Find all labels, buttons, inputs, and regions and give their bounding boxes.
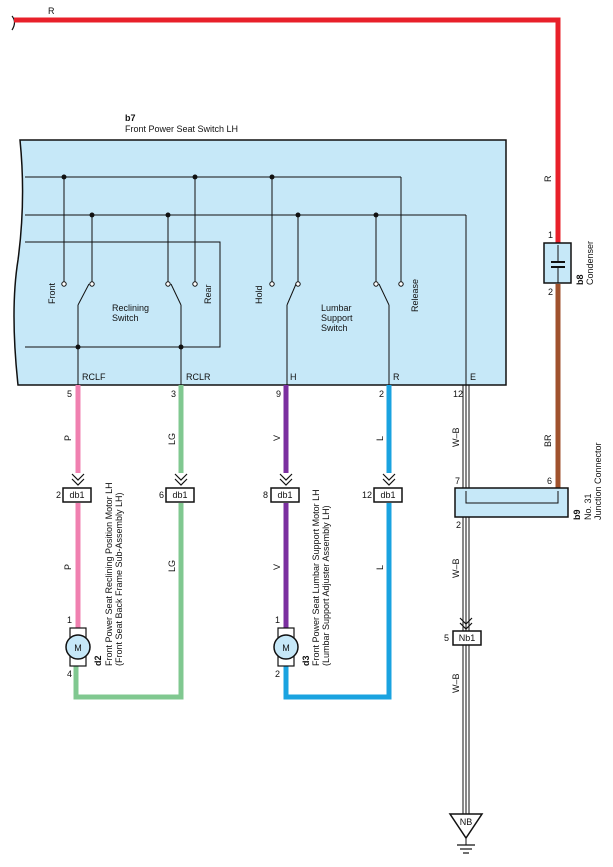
wire-color-label: W–B [451,558,461,578]
pin-number: 9 [276,389,281,399]
motor-code: d2 [93,655,103,666]
pin-number: 4 [67,669,72,679]
pin-number: 2 [275,669,280,679]
pin-number: 2 [456,520,461,530]
wire-color-label: V [272,435,282,441]
power-wire-r: R R [11,6,561,244]
wire-w-b [462,385,470,814]
switch-box [13,139,507,386]
wire-color-label: BR [543,434,553,447]
motor-code: d3 [301,655,311,666]
contact-label-release: Release [410,279,420,312]
pin-number: 1 [548,230,553,240]
junction-line1: No. 31 [583,493,593,520]
lumbar-switch-label: Lumbar Support Switch [321,303,355,333]
junction-code: b9 [572,509,582,520]
ground-label: NB [460,817,473,827]
pin-number: 2 [379,389,384,399]
wire-color-label: LG [167,560,177,572]
connector-name: db1 [277,490,292,500]
wire-color-label: P [63,435,73,441]
wire-color-label: L [375,565,385,570]
wire-blue [283,385,392,700]
motor-name: Front Power Seat Lumbar Support Motor LH [311,489,321,666]
motor-d3: M 1 2 d3 Front Power Seat Lumbar Support… [273,489,331,679]
condenser-code: b8 [575,274,585,285]
terminal-rclf: RCLF [82,372,106,382]
terminal-h: H [290,372,297,382]
switch-box-code: b7 [125,113,136,123]
connector-name: db1 [69,490,84,500]
pin-number: 1 [275,615,280,625]
connector-db1-pin12: db1 12 [362,487,403,503]
switch-box-title: Front Power Seat Switch LH [125,124,238,134]
wire-color-label: L [375,436,385,441]
pin-number: 5 [444,633,449,643]
wire-color-label: W–B [451,673,461,693]
wire-color-label: LG [167,433,177,445]
terminal-e: E [470,372,476,382]
ground-nb: NB [448,813,484,854]
connector-name: db1 [380,490,395,500]
contact-label-front: Front [47,282,57,304]
motor-symbol: M [282,643,290,653]
wire-color-label: P [63,564,73,570]
pin-number: 1 [67,615,72,625]
pin-number: 12 [362,490,372,500]
contact-label-hold: Hold [254,285,264,304]
terminal-rclr: RCLR [186,372,211,382]
junction-line2: Junction Connector [593,442,603,520]
motor-location: (Front Seat Back Frame Sub-Assembly LH) [114,492,124,666]
pin-number: 6 [547,476,552,486]
wire-color-label: W–B [451,427,461,447]
pin-number: 8 [263,490,268,500]
pin-number: 12 [453,389,463,399]
junction-dots [61,174,379,350]
connector-db1-pin6: db1 6 [159,487,195,503]
pin-number: 7 [455,476,460,486]
wire-color-label: R [543,175,553,182]
connector-db1-pin8: db1 8 [263,487,300,503]
motor-name: Front Power Seat Reclining Position Moto… [104,482,114,666]
switch-internal-wiring [25,176,467,385]
contact-label-rear: Rear [203,284,213,304]
wire-green [73,385,184,700]
connector-nb1: Nb1 5 [444,630,482,646]
terminal-r: R [393,372,400,382]
connector-chevrons [71,473,473,630]
reclining-switch-label: Reclining Switch [112,303,152,323]
switch-contact-points [61,281,404,287]
condenser-b8: 1 2 b8 Condenser [543,230,595,297]
pin-number: 3 [171,389,176,399]
pin-number: 6 [159,490,164,500]
connector-name: db1 [172,490,187,500]
connector-name: Nb1 [459,633,476,643]
condenser-name: Condenser [585,241,595,285]
junction-connector-b9: 7 6 2 b9 No. 31 Junction Connector [454,442,603,530]
motor-location: (Lumbar Support Adjuster Assembly LH) [321,505,331,666]
motor-symbol: M [74,643,82,653]
pin-number: 2 [548,287,553,297]
pin-number: 2 [56,490,61,500]
motor-d2: M 1 4 d2 Front Power Seat Reclining Posi… [65,482,124,679]
pin-number: 5 [67,389,72,399]
connector-db1-pin2: db1 2 [56,487,92,503]
wire-color-label: R [48,6,55,16]
wire-color-label: V [272,564,282,570]
